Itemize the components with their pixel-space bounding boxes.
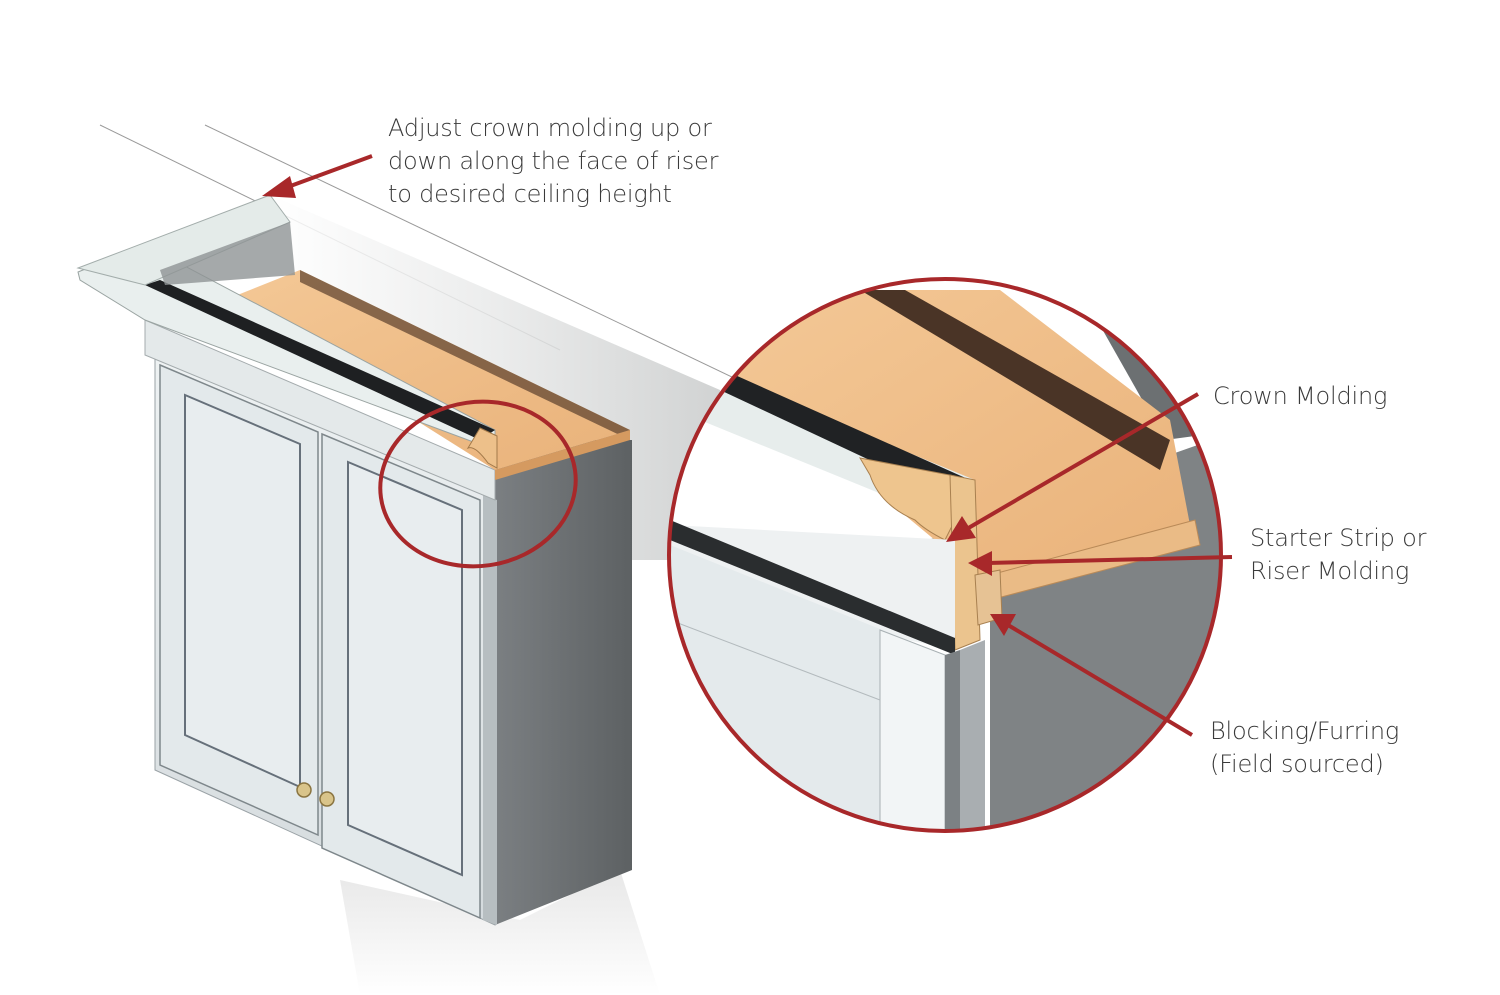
detail-edge-dark xyxy=(945,650,960,831)
overview-highlight-circle xyxy=(378,399,578,569)
top-edge xyxy=(495,430,630,480)
detail-edge-mid xyxy=(960,640,985,831)
back-strip xyxy=(300,270,630,440)
detail-stile xyxy=(879,629,946,831)
arrowhead-icon xyxy=(968,551,992,576)
callout-text: Adjust crown molding up or xyxy=(388,114,712,142)
detail-riser-shadow-line xyxy=(670,520,955,655)
callout-crown-molding: Crown Molding xyxy=(1213,380,1387,413)
callout-text: (Field sourced) xyxy=(1210,750,1384,778)
arrowhead-icon xyxy=(990,614,1016,636)
cabinet-top-wood xyxy=(225,270,630,470)
callout-text: Riser Molding xyxy=(1250,557,1410,585)
crown-profile xyxy=(466,427,498,469)
callout-text: Starter Strip or xyxy=(1250,524,1427,552)
arrow-crown-molding xyxy=(963,392,1200,532)
callout-arrows xyxy=(262,154,1233,737)
knob-icon xyxy=(319,791,335,807)
arrowhead-icon xyxy=(262,176,296,198)
right-door-panel xyxy=(347,460,463,877)
callout-text: Blocking/Furring xyxy=(1210,717,1400,745)
arrow-blocking xyxy=(1006,623,1194,737)
crown-molding-shadow xyxy=(145,280,495,440)
callout-adjust-crown: Adjust crown molding up or down along th… xyxy=(388,112,718,211)
detail-magnifier xyxy=(669,279,1221,831)
detail-wood-top xyxy=(730,290,1190,590)
arrow-adjust xyxy=(284,154,373,190)
crown-return-inner xyxy=(160,222,295,285)
ceiling-line-2 xyxy=(204,124,781,401)
callout-text: to desired ceiling height xyxy=(388,180,672,208)
detail-back-strip xyxy=(860,290,1170,470)
riser-band xyxy=(144,319,496,501)
knob-icon xyxy=(296,782,312,798)
detail-panel-line xyxy=(669,619,881,701)
arrow-starter-strip xyxy=(987,555,1233,565)
cabinet-shadow xyxy=(340,870,660,995)
callout-text: Crown Molding xyxy=(1213,382,1388,410)
callout-text: down along the face of riser xyxy=(388,147,719,175)
cabinet-side-panel xyxy=(495,440,632,925)
cabinet-overview xyxy=(76,194,632,926)
face-edge xyxy=(483,495,497,925)
left-door-panel xyxy=(184,393,301,789)
callout-starter-strip: Starter Strip or Riser Molding xyxy=(1250,522,1426,588)
detail-magnifier-ring xyxy=(667,277,1223,833)
arrowhead-icon xyxy=(946,516,976,542)
callout-blocking-furring: Blocking/Furring (Field sourced) xyxy=(1210,715,1399,781)
